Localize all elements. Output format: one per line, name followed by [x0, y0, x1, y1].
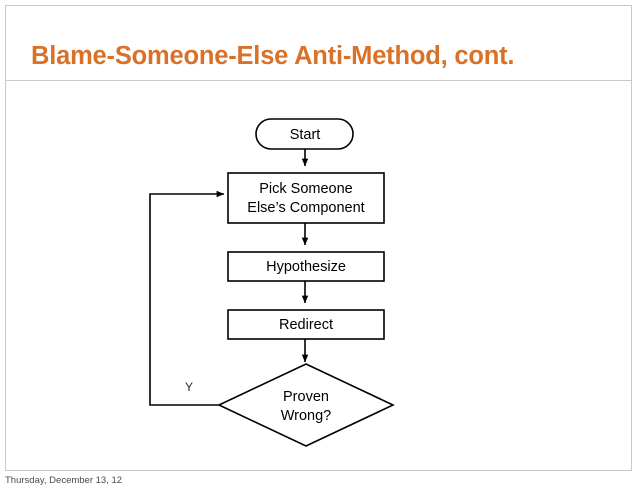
node-pick-label-line2: Else’s Component	[247, 200, 364, 216]
node-proven-wrong-label-line2: Wrong?	[281, 408, 332, 424]
node-proven-wrong[interactable]: Proven Wrong?	[217, 363, 395, 447]
node-redirect-shape	[227, 309, 385, 340]
footer-date: Thursday, December 13, 12	[5, 475, 123, 486]
flowchart-svg: Start Pick Someone Else’s Component Hypo…	[149, 118, 395, 447]
node-hypothesize-shape	[227, 251, 385, 282]
node-redirect[interactable]: Redirect	[227, 309, 385, 340]
slide-title-band: Blame-Someone-Else Anti-Method, cont.	[6, 6, 631, 81]
page-title: Blame-Someone-Else Anti-Method, cont.	[31, 42, 515, 70]
node-proven-wrong-label-line1: Proven	[283, 389, 329, 405]
node-pick-shape	[227, 172, 385, 224]
node-hypothesize-label: Hypothesize	[266, 259, 346, 275]
slide-canvas: Blame-Someone-Else Anti-Method, cont.	[5, 5, 632, 471]
node-redirect-label: Redirect	[279, 317, 333, 333]
node-pick-someone-else[interactable]: Pick Someone Else’s Component	[227, 172, 385, 224]
node-proven-wrong-shape	[217, 363, 395, 447]
edge-label-yes: Y	[185, 380, 193, 394]
node-pick-label-line1: Pick Someone	[259, 181, 353, 197]
node-start-shape	[255, 118, 354, 150]
edge-proven-to-pick-feedback	[149, 190, 225, 406]
node-start-label: Start	[290, 127, 321, 143]
node-hypothesize[interactable]: Hypothesize	[227, 251, 385, 282]
node-start[interactable]: Start	[255, 118, 354, 150]
flowchart-diagram: Start Pick Someone Else’s Component Hypo…	[6, 81, 633, 471]
